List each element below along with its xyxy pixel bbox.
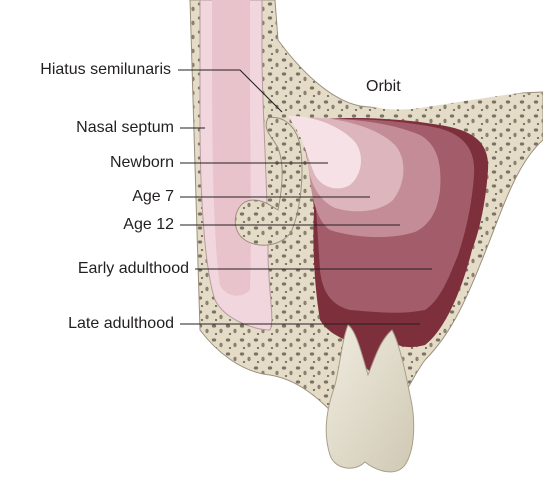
nasal-cavity-inner <box>212 0 251 296</box>
label-early-adulthood: Early adulthood <box>78 260 189 278</box>
label-hiatus-semilunaris: Hiatus semilunaris <box>40 61 171 79</box>
label-newborn: Newborn <box>110 154 174 172</box>
label-late-adulthood: Late adulthood <box>68 315 174 333</box>
label-age-7: Age 7 <box>132 188 174 206</box>
label-orbit: Orbit <box>366 78 401 96</box>
label-nasal-septum: Nasal septum <box>76 119 174 137</box>
label-age-12: Age 12 <box>123 216 174 234</box>
